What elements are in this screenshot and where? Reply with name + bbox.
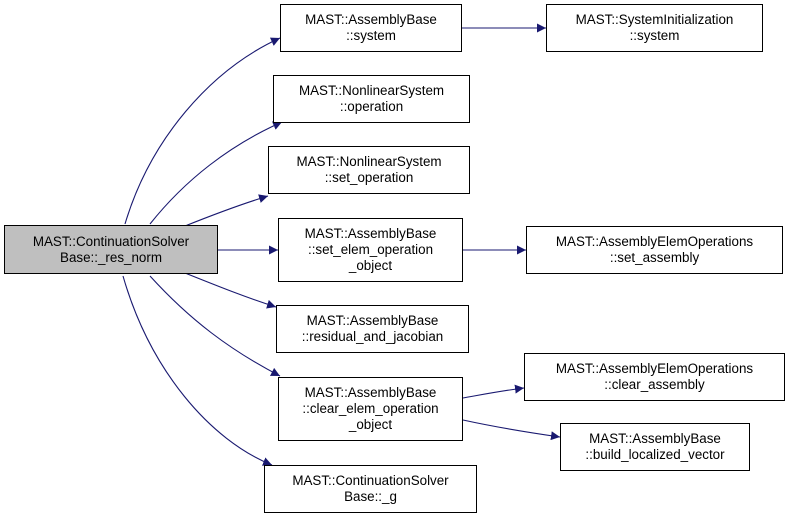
node-label-line: ::system <box>629 28 680 43</box>
node-label-line: Base::_res_norm <box>60 249 162 265</box>
node-continuation-res-norm[interactable]: MAST::ContinuationSolver Base::_res_norm <box>4 225 218 274</box>
node-label-line: ::set_assembly <box>609 250 700 265</box>
node-label-line: ::clear_elem_operation <box>302 401 439 416</box>
edge-root-to-assembly-system <box>124 37 281 225</box>
node-label-line: ::build_localized_vector <box>585 447 725 462</box>
node-label-line: MAST::AssemblyBase <box>306 313 439 328</box>
node-label-line: MAST::NonlinearSystem <box>298 83 445 98</box>
node-label-line: MAST::SystemInitialization <box>575 12 734 27</box>
node-label-line: MAST::AssemblyBase <box>304 385 437 400</box>
node-label-line: ::residual_and_jacobian <box>301 329 444 344</box>
node-nonlinear-operation[interactable]: MAST::NonlinearSystem ::operation <box>273 75 470 123</box>
node-label-line: Base::_g <box>344 489 397 504</box>
node-label-line: MAST::AssemblyElemOperations <box>555 234 754 249</box>
node-label-line: _object <box>348 258 393 273</box>
node-assembly-system[interactable]: MAST::AssemblyBase ::system <box>280 4 462 52</box>
node-label-line: MAST::AssemblyElemOperations <box>555 361 754 376</box>
node-label-line: MAST::AssemblyBase <box>304 226 437 241</box>
node-label-line: MAST::AssemblyBase <box>305 12 437 27</box>
node-continuation-g[interactable]: MAST::ContinuationSolver Base::_g <box>264 465 477 513</box>
node-set-elem-operation-object[interactable]: MAST::AssemblyBase ::set_elem_operation … <box>278 218 463 282</box>
edge-clear-elem-to-clear-assembly <box>462 384 525 399</box>
node-label-line: ::system <box>346 28 396 43</box>
node-label-line: ::set_elem_operation <box>307 242 434 257</box>
node-label-line: MAST::NonlinearSystem <box>296 154 442 169</box>
node-label-line: MAST::ContinuationSolver <box>292 473 449 488</box>
node-label-line: ::operation <box>339 99 404 114</box>
node-label-line: ::clear_assembly <box>604 377 705 392</box>
edge-root-to-clear-elem-operation <box>149 275 281 377</box>
node-sysinit-system[interactable]: MAST::SystemInitialization ::system <box>546 4 763 52</box>
node-residual-and-jacobian[interactable]: MAST::AssemblyBase ::residual_and_jacobi… <box>276 305 469 353</box>
node-build-localized-vector[interactable]: MAST::AssemblyBase ::build_localized_vec… <box>560 423 750 471</box>
node-clear-elem-operation-object[interactable]: MAST::AssemblyBase ::clear_elem_operatio… <box>278 377 463 441</box>
edge-clear-elem-to-build-localized <box>462 419 561 441</box>
edge-root-to-nonlinear-set-operation <box>184 194 269 227</box>
node-nonlinear-set-operation[interactable]: MAST::NonlinearSystem ::set_operation <box>268 146 470 194</box>
node-label-line: MAST::ContinuationSolver <box>32 233 190 249</box>
node-label-line: _object <box>348 417 393 432</box>
edge-root-to-nonlinear-operation <box>149 121 283 225</box>
node-set-assembly[interactable]: MAST::AssemblyElemOperations ::set_assem… <box>526 226 783 274</box>
node-clear-assembly[interactable]: MAST::AssemblyElemOperations ::clear_ass… <box>524 353 785 401</box>
node-label-line: ::set_operation <box>324 170 414 185</box>
edge-root-to-residual-jacobian <box>184 272 277 309</box>
node-label-line: MAST::AssemblyBase <box>589 431 721 446</box>
edge-root-to-continuation-g <box>122 275 273 466</box>
